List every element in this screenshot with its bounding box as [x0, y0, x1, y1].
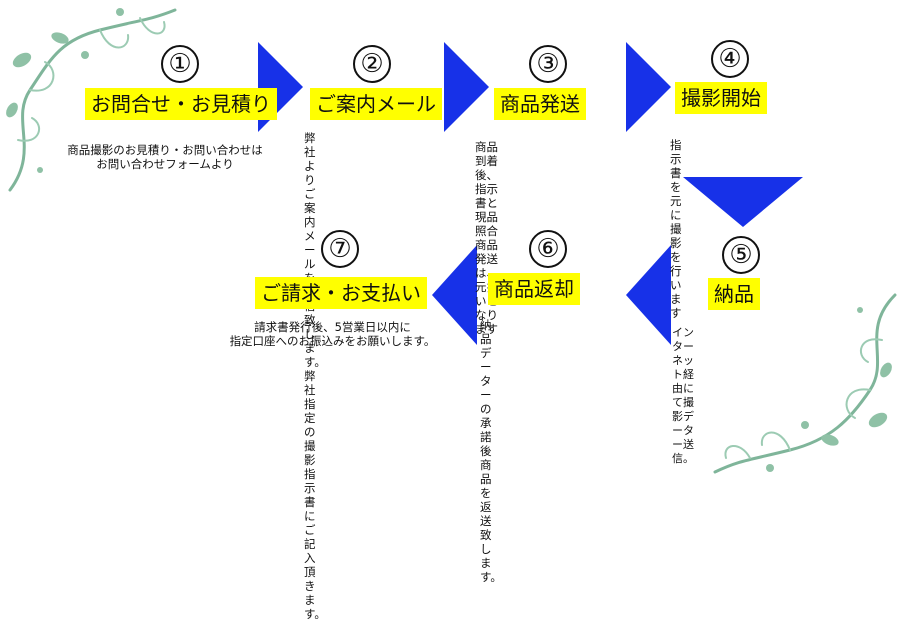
step-2-label: ご案内メール — [310, 88, 442, 120]
arrow-left-2-icon — [432, 245, 477, 345]
step-3-description: 商品到着後、指示書と現品照合 商品発送は、元払いとなります — [475, 140, 498, 336]
step-7-label: ご請求・お支払い — [255, 277, 427, 309]
step-1-number: ① — [161, 45, 199, 83]
arrow-right-3-icon — [626, 42, 671, 132]
step-2-description: 弊社よりご案内メールを 送信致します。弊社指定の 撮影指示書にご記入頂きます。 — [304, 131, 326, 621]
step-4-label: 撮影開始 — [675, 82, 767, 114]
arrow-left-1-icon — [626, 245, 671, 345]
step-5-number: ⑤ — [722, 236, 760, 274]
arrow-right-2-icon — [444, 42, 489, 132]
vine-ornament-bottom-right-icon — [713, 293, 897, 474]
step-5-label: 納品 — [708, 278, 760, 310]
step-7-description: 請求書発行後、5営業日以内に 指定口座へのお振込みをお願いします。 — [229, 320, 436, 348]
arrow-down-icon — [683, 177, 803, 227]
step-7-number: ⑦ — [321, 230, 359, 268]
step-6-number: ⑥ — [529, 230, 567, 268]
vine-ornament-top-left-icon — [6, 8, 177, 192]
step-2-number: ② — [353, 45, 391, 83]
step-6-description: 納品データーの承諾後 商品を返送致します。 — [480, 318, 502, 584]
step-5-description: インターネット経由にて撮影データー送信。 — [672, 326, 694, 465]
step-4-description: 指示書を元に撮影を行います — [670, 138, 682, 320]
step-3-label: 商品発送 — [494, 88, 586, 120]
step-6-label: 商品返却 — [488, 273, 580, 305]
step-1-label: お問合せ・お見積り — [85, 88, 277, 120]
step-3-number: ③ — [529, 45, 567, 83]
step-4-number: ④ — [711, 40, 749, 78]
step-1-description: 商品撮影のお見積り・お問い合わせは お問い合わせフォームより — [67, 143, 263, 171]
